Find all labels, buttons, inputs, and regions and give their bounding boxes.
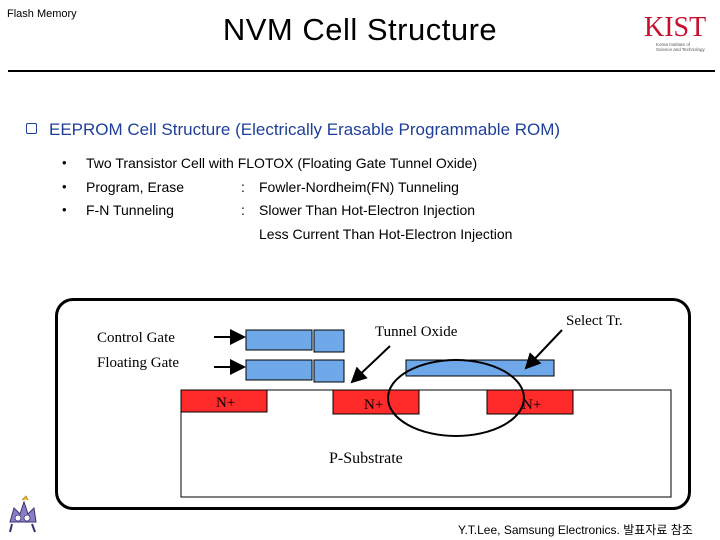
control-gate-label: Control Gate [97,330,175,346]
bullet-3-sep: : [241,202,245,218]
logo-line2: Science and Technology [656,47,705,52]
bullet-3-detail: Slower Than Hot-Electron Injection [259,202,476,218]
n-plus-left-label: N+ [216,395,235,411]
cell-diagram: Control Gate Floating Gate Tunnel Oxide … [97,313,672,498]
checkbox-bullet-icon [26,123,37,134]
tunnel-oxide-arrow [350,345,391,384]
bullet-2-sep: : [241,179,245,195]
tunnel-oxide-label: Tunnel Oxide [375,324,458,340]
n-plus-right-region [486,389,574,415]
bullet-dot-icon: • [62,179,67,194]
select-tr-label: Select Tr. [566,313,623,329]
floating-gate-label: Floating Gate [97,355,179,371]
logo-line1: Korea Institute of [656,42,691,47]
bullet-dot-icon: • [62,202,67,217]
section-heading-text: EEPROM Cell Structure (Electrically Eras… [49,120,561,139]
bullet-3-detail-2: Less Current Than Hot-Electron Injection [259,226,513,242]
mascot-icon [9,495,37,533]
bullet-2-detail: Fowler-Nordheim(FN) Tunneling [259,179,459,195]
bullet-dot-icon: • [62,155,67,170]
select-transistor-highlight [387,359,525,437]
control-gate-block [245,329,313,351]
p-substrate-label: P-Substrate [329,450,403,467]
floating-gate-block-2 [313,359,345,383]
n-plus-mid-region [332,389,420,415]
header-rule [8,70,715,72]
header-tag: Flash Memory [7,8,77,20]
select-gate-block [405,359,555,377]
footer-credit: Y.T.Lee, Samsung Electronics. 발표자료 참조 [458,523,693,537]
section-heading: EEPROM Cell Structure (Electrically Eras… [26,120,560,140]
kist-logo: KIST Korea Institute of Science and Tech… [644,12,706,52]
n-plus-left-region [180,389,268,413]
n-plus-mid-label: N+ [364,397,383,413]
bullet-3-label: F-N Tunneling [86,202,174,218]
select-tr-arrow [524,329,563,370]
logo-mark: KIST [644,12,706,43]
cell-diagram-frame [55,298,691,510]
floating-gate-block [245,359,313,381]
n-plus-right-label: N+ [522,397,541,413]
page-title: NVM Cell Structure [222,12,498,47]
bullet-1: Two Transistor Cell with FLOTOX (Floatin… [86,155,478,171]
control-gate-block-2 [313,329,345,353]
bullet-2-label: Program, Erase [86,179,185,195]
